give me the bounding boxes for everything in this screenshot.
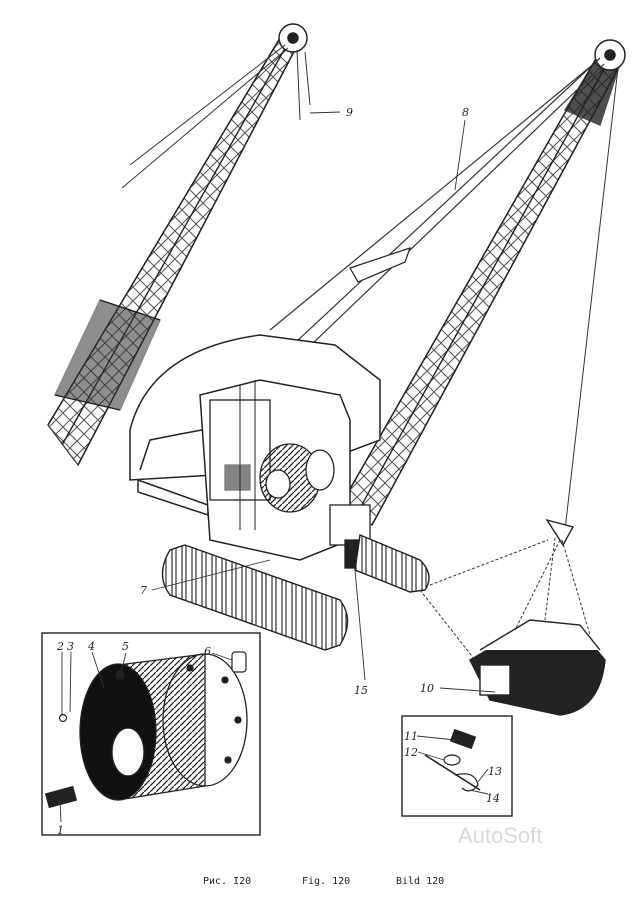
label-part-9: 9 xyxy=(346,106,353,119)
inset-drum xyxy=(79,653,248,801)
caption-de: Bild 120 xyxy=(396,876,444,887)
crawler-tracks xyxy=(161,534,430,651)
hoist-rope xyxy=(564,67,619,531)
dragline-bucket xyxy=(469,518,606,716)
label-part-4: 4 xyxy=(87,640,95,653)
label-part-11: 11 xyxy=(404,730,418,743)
label-part-3: 3 xyxy=(67,640,74,653)
caption-en: Fig. 120 xyxy=(302,876,350,887)
label-part-14: 14 xyxy=(486,792,500,805)
right-boom xyxy=(337,54,621,526)
left-boom-head-pulley xyxy=(278,23,308,53)
left-boom xyxy=(47,26,301,467)
label-part-6: 6 xyxy=(204,645,211,658)
label-part-13: 13 xyxy=(488,765,502,778)
label-part-10: 10 xyxy=(420,682,434,695)
label-part-2: 2 xyxy=(56,640,64,653)
label-part-15: 15 xyxy=(354,684,368,697)
label-part-12: 12 xyxy=(404,746,418,759)
label-part-1: 1 xyxy=(57,824,64,837)
left-boom-cables xyxy=(121,44,311,189)
label-part-8: 8 xyxy=(462,106,469,119)
left-boom-dark-section xyxy=(53,299,161,411)
bucket-chains xyxy=(419,537,591,661)
machine-winch xyxy=(209,380,335,530)
inset-pins xyxy=(424,728,481,792)
label-part-7: 7 xyxy=(140,584,147,597)
watermark: AutoSoft xyxy=(458,823,542,848)
inset-small-parts xyxy=(44,651,247,809)
right-boom-head-pulley xyxy=(594,39,626,71)
leader-lines xyxy=(59,111,496,823)
caption-ru: Рис. I20 xyxy=(203,876,251,887)
label-part-5: 5 xyxy=(122,640,129,653)
boom-suspension-ropes xyxy=(249,57,605,393)
